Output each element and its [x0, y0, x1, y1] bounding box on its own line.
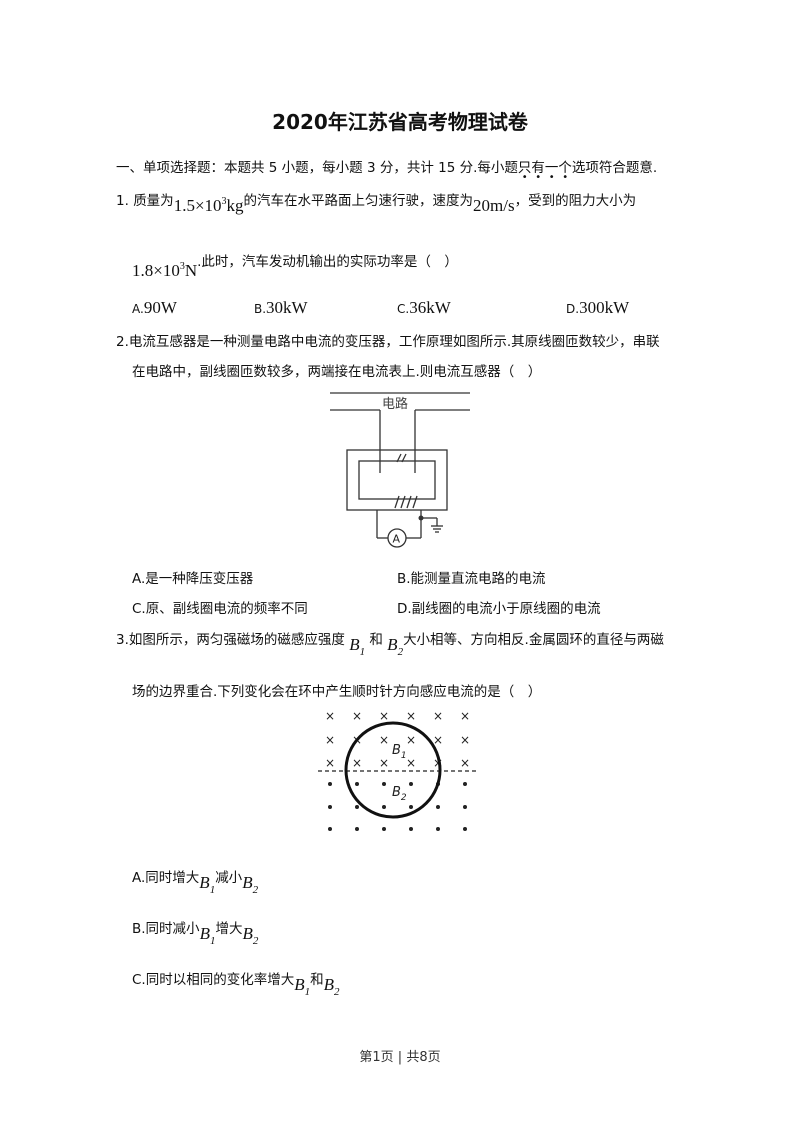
field-into-page-mark: ×: [460, 709, 470, 723]
current-transformer-figure: 电路 A: [330, 392, 470, 548]
q3-number: 3.: [116, 632, 129, 648]
q2-option-b[interactable]: B.能测量直流电路的电流: [397, 571, 546, 587]
field-out-of-page-mark: [382, 805, 386, 809]
field-out-of-page-mark: [355, 827, 359, 831]
q2-option-d[interactable]: D.副线圈的电流小于原线圈的电流: [397, 601, 601, 617]
field-out-of-page-mark: [328, 827, 332, 831]
field-into-page-mark: ×: [352, 756, 362, 770]
field-into-page-mark: ×: [406, 733, 416, 747]
field-out-of-page-mark: [463, 805, 467, 809]
field-into-page-mark: ×: [379, 756, 389, 770]
q1-option-d[interactable]: D.300kW: [566, 298, 630, 317]
core-outer: [346, 449, 448, 511]
field-into-page-mark: ×: [325, 709, 335, 723]
field-out-of-page-mark: [328, 805, 332, 809]
core-inner: [358, 460, 436, 500]
q3-b1: B1: [349, 635, 366, 658]
page-title: 2020年江苏省高考物理试卷: [272, 110, 528, 134]
field-into-page-mark: ×: [460, 756, 470, 770]
field-into-page-mark: ×: [433, 756, 443, 770]
field-into-page-mark: ×: [379, 733, 389, 747]
q3-option-c[interactable]: C.同时以相同的变化率增大B1和B2: [132, 972, 340, 998]
q1-mass: 1.5×103kg: [173, 196, 244, 215]
q1-number: 1.: [116, 193, 129, 209]
field-into-page-mark: ×: [433, 709, 443, 723]
q1-force: 1.8×103N: [132, 261, 198, 280]
q2-option-a[interactable]: A.是一种降压变压器: [132, 571, 254, 587]
field-out-of-page-mark: [463, 827, 467, 831]
q1-line1: 1. 质量为1.5×103kg的汽车在水平路面上匀速行驶，速度为20m/s，受到…: [116, 193, 637, 215]
q1-speed: 20m/s: [473, 196, 515, 215]
q3-b2: B2: [387, 635, 404, 658]
q3-option-b[interactable]: B.同时减小B1增大B2: [132, 921, 259, 947]
metal-ring: [344, 721, 442, 819]
section-suffix: 选项符合题意.: [571, 160, 658, 176]
q3-line1: 3.如图所示，两匀强磁场的磁感应强度 B1 和 B2大小相等、方向相反.金属圆环…: [116, 632, 664, 658]
q1-line2: 1.8×103N.此时，汽车发动机输出的实际功率是（ ）: [132, 254, 458, 280]
field-out-of-page-mark: [355, 805, 359, 809]
field-out-of-page-mark: [382, 782, 386, 786]
section-emphasis: 只有一个: [518, 160, 572, 176]
q2-line1: 2.电流互感器是一种测量电路中电流的变压器，工作原理如图所示.其原线圈匝数较少，…: [116, 334, 660, 350]
field-out-of-page-mark: [409, 827, 413, 831]
page-footer: 第1页 | 共8页: [359, 1050, 441, 1065]
field-out-of-page-mark: [463, 782, 467, 786]
b2-label: B2: [392, 785, 407, 803]
q2-number: 2.: [116, 334, 129, 350]
field-out-of-page-mark: [382, 827, 386, 831]
q1-option-b[interactable]: B.30kW: [254, 298, 308, 317]
q3-option-a[interactable]: A.同时增大B1减小B2: [132, 870, 259, 896]
section-prefix: 一、单项选择题：本题共 5 小题，每小题 3 分，共计 15 分.每小题: [116, 160, 518, 176]
field-out-of-page-mark: [409, 805, 413, 809]
field-into-page-mark: ×: [406, 709, 416, 723]
q3-line2: 场的边界重合.下列变化会在环中产生顺时针方向感应电流的是（ ）: [132, 684, 542, 700]
field-into-page-mark: ×: [325, 733, 335, 747]
section-heading: 一、单项选择题：本题共 5 小题，每小题 3 分，共计 15 分.每小题只有一个…: [116, 156, 657, 176]
magnetic-field-figure: ×××××××××××××××××× B1 B2: [318, 709, 478, 831]
b1-label: B1: [392, 743, 407, 761]
field-out-of-page-mark: [436, 827, 440, 831]
field-out-of-page-mark: [328, 782, 332, 786]
field-into-page-mark: ×: [433, 733, 443, 747]
ammeter-label: A: [393, 533, 401, 546]
q2-option-c[interactable]: C.原、副线圈电流的频率不同: [132, 601, 308, 617]
field-out-of-page-mark: [355, 782, 359, 786]
field-out-of-page-mark: [436, 805, 440, 809]
field-into-page-mark: ×: [379, 709, 389, 723]
field-into-page-mark: ×: [352, 709, 362, 723]
field-out-of-page-mark: [409, 782, 413, 786]
secondary-coil: [394, 495, 418, 509]
q1-option-c[interactable]: C.36kW: [397, 298, 451, 317]
q1-option-a[interactable]: A.90W: [132, 298, 177, 317]
q2-line2: 在电路中，副线圈匝数较多，两端接在电流表上.则电流互感器（ ）: [132, 364, 542, 380]
field-into-page-mark: ×: [325, 756, 335, 770]
field-into-page-mark: ×: [406, 756, 416, 770]
field-into-page-mark: ×: [460, 733, 470, 747]
primary-coil: [396, 453, 407, 463]
circuit-label: 电路: [382, 396, 408, 412]
